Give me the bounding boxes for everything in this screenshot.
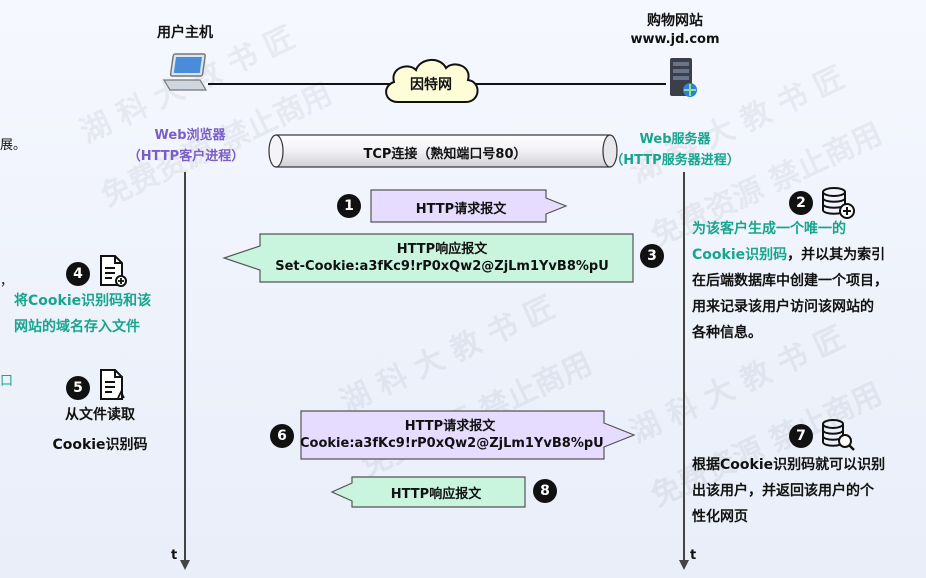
step-1-badge: 1 xyxy=(337,194,361,218)
http-response-label-8: HTTP响应报文 xyxy=(390,487,482,502)
step-4-badge: 4 xyxy=(66,262,90,286)
server-time-label: t xyxy=(690,548,697,563)
http-request-label-6: HTTP请求报文 xyxy=(404,419,496,434)
internet-label: 因特网 xyxy=(410,77,452,93)
http-response-arrow-3 xyxy=(222,232,634,284)
server-timeline-arrow xyxy=(679,560,689,570)
note-2-line2-rest: ，并以其为索引 xyxy=(787,247,886,263)
step-6-badge: 6 xyxy=(270,424,294,448)
edge-text: 口 xyxy=(0,374,14,389)
client-title: 用户主机 xyxy=(157,25,213,41)
file-read-icon xyxy=(98,368,128,402)
note-7-line1: 根据Cookie识别码就可以识别 xyxy=(692,457,886,473)
http-response-arrow-8 xyxy=(330,473,526,511)
cookie-header: Cookie:a3fKc9!rP0xQw2@ZjLm1YvB8%pU xyxy=(300,436,604,451)
note-5-line1: 从文件读取 xyxy=(65,407,135,423)
note-2-line5: 各种信息。 xyxy=(692,325,762,341)
tcp-label: TCP连接（熟知端口号80） xyxy=(363,147,527,162)
note-2-line4: 用来记录该用户访问该网站的 xyxy=(692,299,874,315)
client-role-line2: （HTTP客户进程） xyxy=(127,149,245,164)
note-7-line2: 出该用户，并返回该用户的个 xyxy=(692,483,874,499)
edge-text: ， xyxy=(0,274,14,289)
note-5-line2: Cookie识别码 xyxy=(52,437,148,453)
edge-text: 展。 xyxy=(0,138,27,153)
server-role-line2: （HTTP服务器进程） xyxy=(610,153,740,168)
http-response-label-3: HTTP响应报文 xyxy=(396,242,488,257)
note-4-line2: 网站的域名存入文件 xyxy=(14,319,140,335)
tcp-pipe xyxy=(268,134,618,168)
step-5-badge: 5 xyxy=(66,376,90,400)
database-add-icon xyxy=(820,186,856,220)
note-2: 为该客户生成一个唯一的 Cookie识别码，并以其为索引 在后端数据库中创建一个… xyxy=(692,216,926,346)
note-2-line1: 为该客户生成一个唯一的 xyxy=(692,221,846,237)
note-2-line2: Cookie识别码，并以其为索引 xyxy=(692,242,926,268)
server-timeline xyxy=(683,172,685,564)
client-timeline xyxy=(184,172,186,564)
server-role-line1: Web服务器 xyxy=(639,132,711,147)
cloud-icon xyxy=(378,52,484,114)
note-2-line3: 在后端数据库中创建一个项目， xyxy=(692,273,888,289)
step-8-badge: 8 xyxy=(533,479,557,503)
client-timeline-arrow xyxy=(180,560,190,570)
note-4: 将Cookie识别码和该 网站的域名存入文件 xyxy=(14,288,184,340)
note-5: 从文件读取 Cookie识别码 xyxy=(40,402,160,458)
http-request-arrow-1 xyxy=(370,186,568,226)
note-2-cookie-id: Cookie识别码 xyxy=(692,247,788,263)
server-domain: www.jd.com xyxy=(630,32,720,47)
file-write-icon xyxy=(98,254,128,288)
note-7-line3: 性化网页 xyxy=(692,509,748,525)
laptop-icon xyxy=(160,50,210,94)
set-cookie-header: Set-Cookie:a3fKc9!rP0xQw2@ZjLm1YvB8%pU xyxy=(275,259,609,274)
http-request-arrow-6 xyxy=(300,409,636,461)
client-role-line1: Web浏览器 xyxy=(154,128,226,143)
server-title: 购物网站 xyxy=(647,13,703,29)
step-7-badge: 7 xyxy=(789,424,813,448)
step-3-badge: 3 xyxy=(640,244,664,268)
note-4-line1: 将Cookie识别码和该 xyxy=(14,293,152,309)
note-7: 根据Cookie识别码就可以识别 出该用户，并返回该用户的个 性化网页 xyxy=(692,452,922,530)
client-time-label: t xyxy=(171,548,178,563)
server-icon xyxy=(664,56,702,100)
step-2-badge: 2 xyxy=(789,191,813,215)
database-search-icon xyxy=(820,418,856,452)
http-request-label-1: HTTP请求报文 xyxy=(415,202,507,217)
